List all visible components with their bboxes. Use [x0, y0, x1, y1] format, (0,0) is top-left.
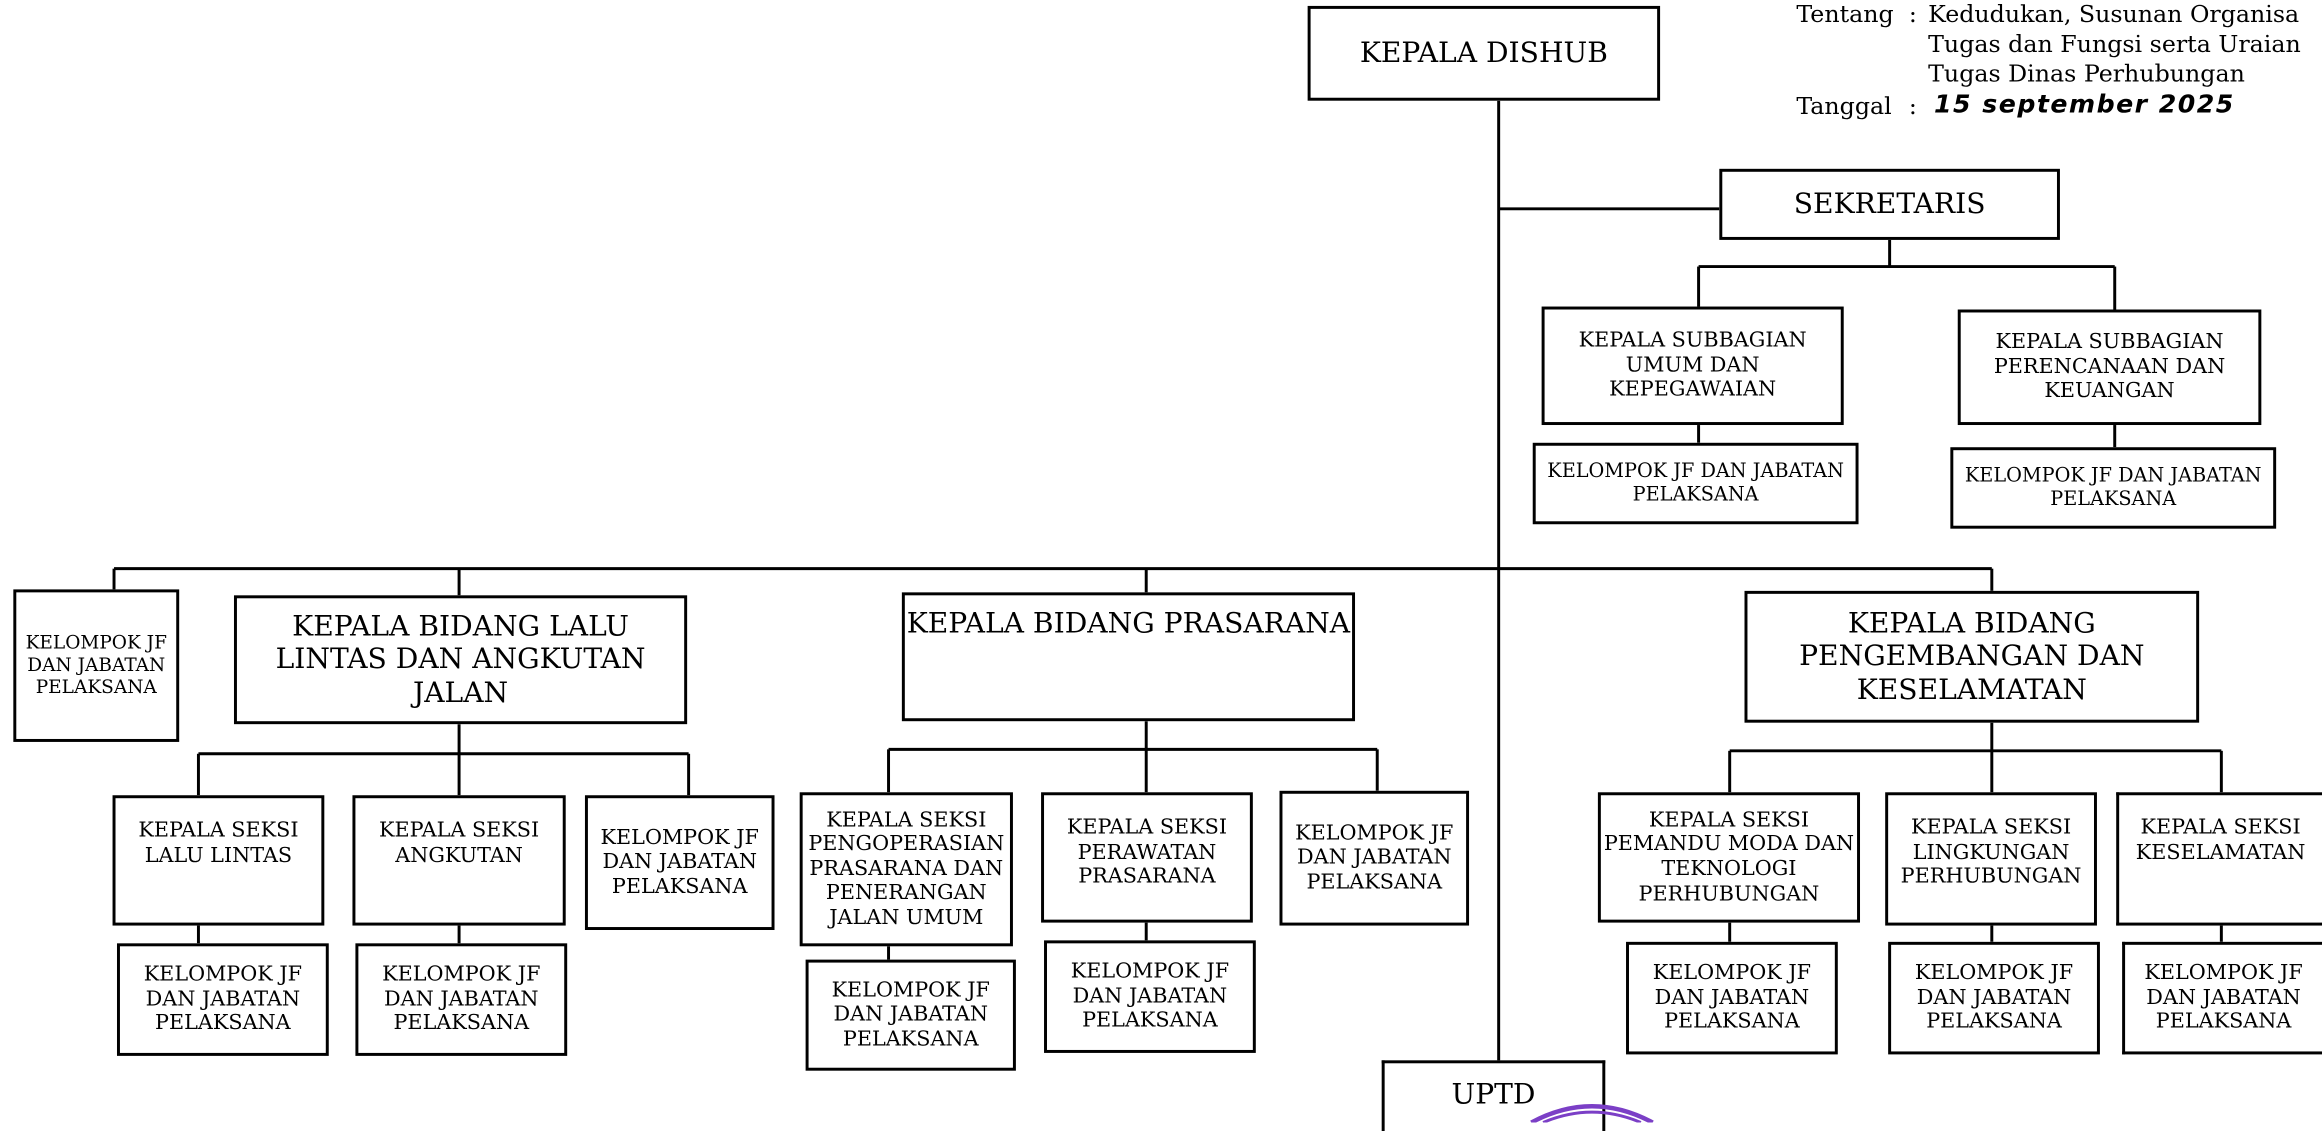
bidang-prasarana-box: KEPALA BIDANG PRASARANA [901, 592, 1356, 722]
seksi-lalu-lintas-jf-box: KELOMPOK JF DAN JABATAN PELAKSANA [116, 943, 329, 1056]
seksi-lingkungan-jf-box: KELOMPOK JF DAN JABATAN PELAKSANA [1888, 941, 2100, 1055]
bidang-llaj-box: KEPALA BIDANG LALU LINTAS DAN ANGKUTAN J… [233, 595, 688, 725]
seksi-perawatan-jf-box: KELOMPOK JF DAN JABATAN PELAKSANA [1044, 940, 1256, 1053]
official-stamp-seal [1530, 1104, 1654, 1123]
seksi-lingkungan-box: KEPALA SEKSI LINGKUNGAN PERHUBUNGAN [1885, 792, 2097, 926]
seksi-pengoperasian-jf-box: KELOMPOK JF DAN JABATAN PELAKSANA [805, 959, 1016, 1071]
tentang-label: Tentang [1796, 0, 1894, 29]
subbagian-perencanaan-box: KEPALA SUBBAGIAN PERENCANAAN DAN KEUANGA… [1957, 309, 2262, 426]
sekretaris-box: SEKRETARIS [1719, 168, 2060, 240]
seksi-perawatan-box: KEPALA SEKSI PERAWATAN PRASARANA [1041, 792, 1253, 923]
seksi-keselamatan-jf-box: KELOMPOK JF DAN JABATAN PELAKSANA [2122, 941, 2322, 1055]
tentang-line-3: Tugas Dinas Perhubungan [1928, 59, 2245, 88]
seksi-pengoperasian-box: KEPALA SEKSI PENGOPERASIAN PRASARANA DAN… [799, 792, 1013, 947]
seksi-angkutan-box: KEPALA SEKSI ANGKUTAN [352, 795, 566, 926]
tanggal-label: Tanggal [1796, 91, 1892, 120]
tentang-line-1: Kedudukan, Susunan Organisa [1928, 0, 2300, 29]
kepala-dishub-box: KEPALA DISHUB [1307, 5, 1661, 101]
kelompok-jf-left-box: KELOMPOK JF DAN JABATAN PELAKSANA [13, 589, 180, 742]
subbagian-umum-jf-box: KELOMPOK JF DAN JABATAN PELAKSANA [1532, 442, 1859, 525]
uptd-box: UPTD [1381, 1060, 1606, 1131]
tanggal-handwritten-value: 15 september 2025 [1934, 90, 2235, 120]
subbagian-umum-box: KEPALA SUBBAGIAN UMUM DAN KEPEGAWAIAN [1541, 306, 1844, 426]
prasarana-kelompok-jf-box: KELOMPOK JF DAN JABATAN PELAKSANA [1279, 790, 1470, 926]
tentang-line-2: Tugas dan Fungsi serta Uraian [1928, 29, 2301, 58]
bidang-pengembangan-box: KEPALA BIDANG PENGEMBANGAN DAN KESELAMAT… [1744, 590, 2200, 723]
seksi-pemandu-moda-jf-box: KELOMPOK JF DAN JABATAN PELAKSANA [1626, 941, 1838, 1055]
seksi-pemandu-moda-box: KEPALA SEKSI PEMANDU MODA DAN TEKNOLOGI … [1597, 792, 1861, 923]
llaj-kelompok-jf-box: KELOMPOK JF DAN JABATAN PELAKSANA [584, 795, 775, 931]
tanggal-separator: : [1908, 91, 1917, 120]
tentang-separator: : [1908, 0, 1917, 29]
seksi-angkutan-jf-box: KELOMPOK JF DAN JABATAN PELAKSANA [355, 943, 568, 1056]
seksi-keselamatan-box: KEPALA SEKSI KESELAMATAN [2116, 792, 2322, 926]
subbagian-perencanaan-jf-box: KELOMPOK JF DAN JABATAN PELAKSANA [1950, 447, 2277, 529]
seksi-lalu-lintas-box: KEPALA SEKSI LALU LINTAS [112, 795, 325, 926]
